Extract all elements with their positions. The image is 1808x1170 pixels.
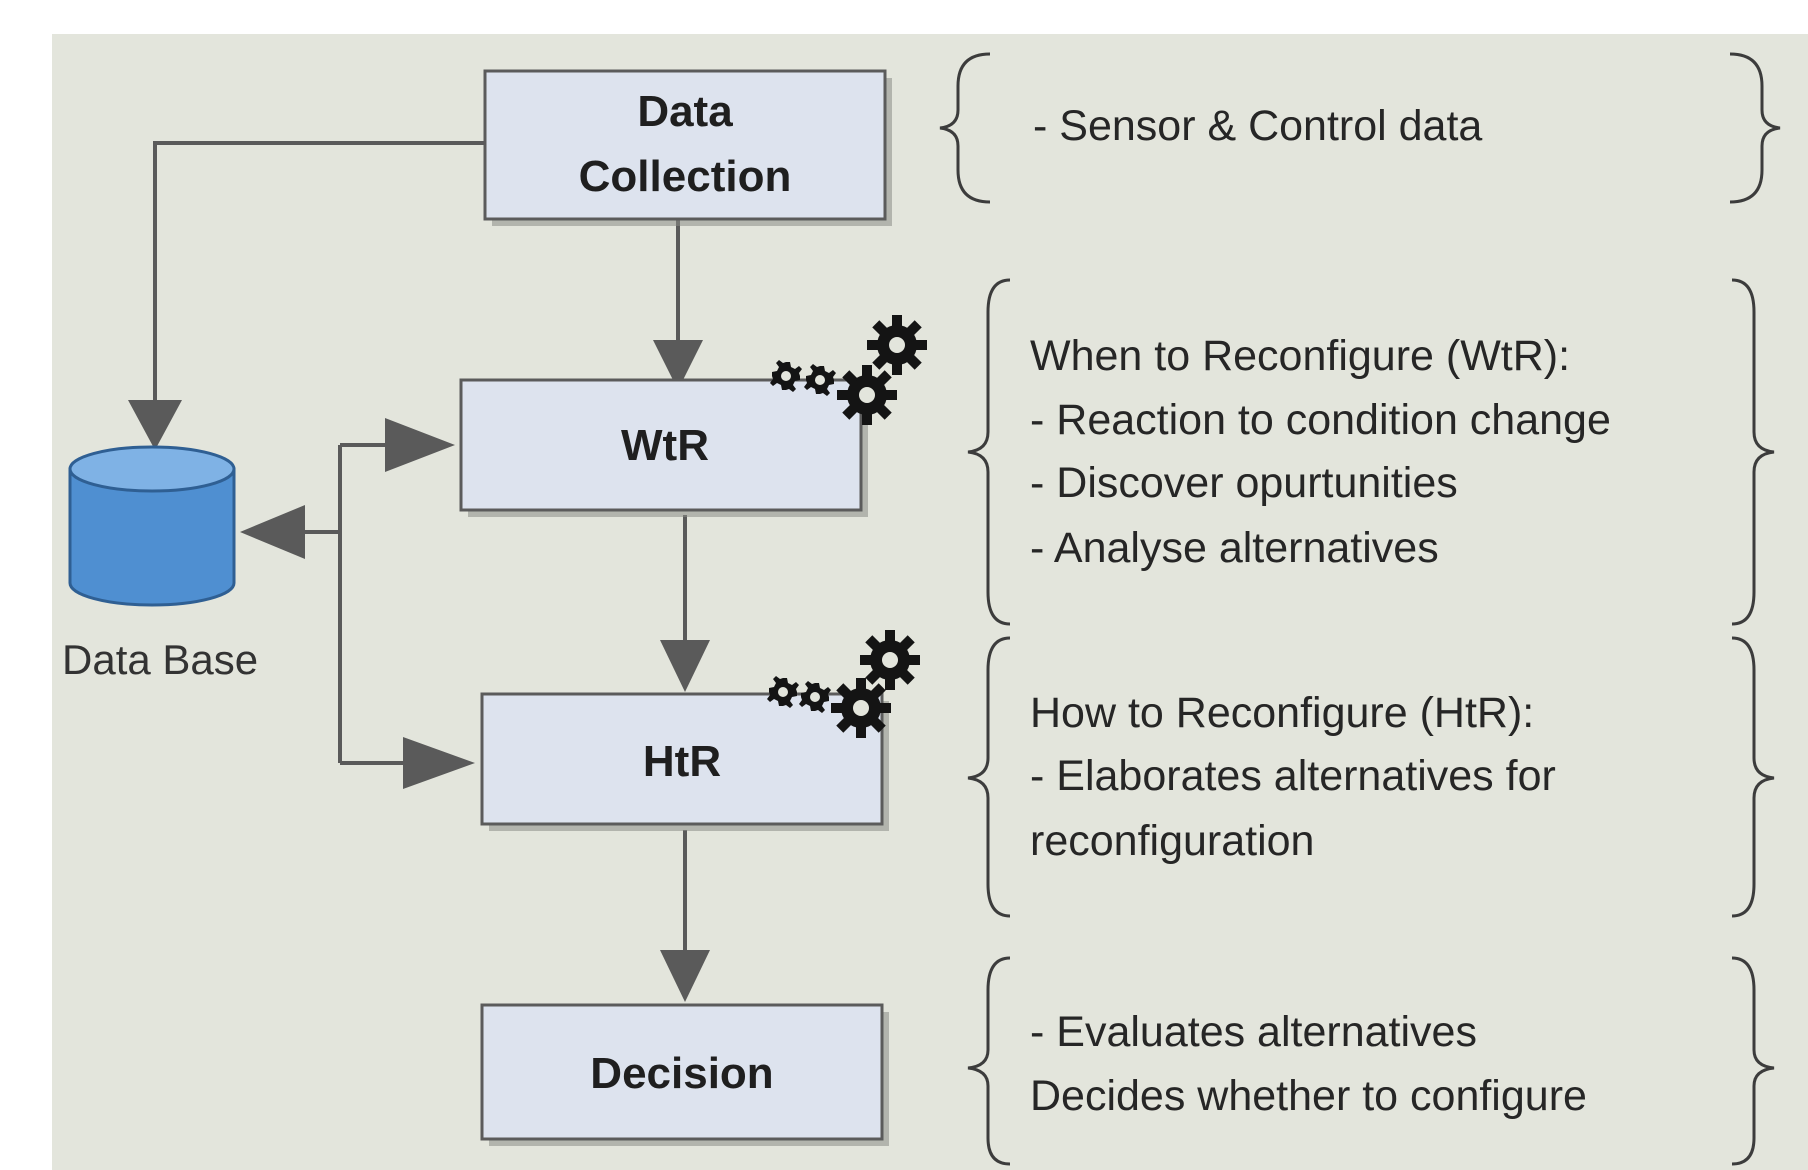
note-wtr: When to Reconfigure (WtR): - Reaction to… [1030,332,1611,572]
decision-right-brace-icon [1731,956,1775,1166]
note-collection: - Sensor & Control data [1033,102,1482,150]
note-htr: How to Reconfigure (HtR): - Elaborates a… [1030,689,1556,865]
database-cylinder-icon [68,445,236,607]
curly-brace-icons [939,52,1781,1166]
diagram-background [52,34,1808,1170]
htr-to-decision-arrowhead [660,950,710,1002]
note-wtr-line: - Discover opurtunities [1030,459,1458,507]
note-wtr-line: - Reaction to condition change [1030,396,1611,444]
htr-label: HtR [643,737,721,786]
note-wtr-heading: When to Reconfigure (WtR): [1030,332,1570,380]
bus-to-htr-arrowhead [403,737,475,789]
collection-to-database-line [153,141,485,400]
database-label: Data Base [62,636,258,683]
note-decision-line: - Evaluates alternatives [1030,1008,1477,1056]
wtr-label: WtR [621,421,709,470]
note-decision: - Evaluates alternatives Decides whether… [1030,1008,1587,1120]
bus-to-wtr-arrowhead [385,418,455,472]
note-htr-line: - Elaborates alternatives for [1030,752,1556,800]
collection-to-database-arrowhead [128,400,182,450]
note-decision-line: Decides whether to configure [1030,1072,1587,1120]
note-htr-line: reconfiguration [1030,817,1314,865]
note-collection-line: - Sensor & Control data [1033,102,1482,150]
wtr-to-htr-arrowhead [660,640,710,692]
bus-to-database-arrowhead [240,505,305,559]
decision-left-brace-icon [967,956,1011,1166]
node-wtr: WtR [459,378,868,517]
data-collection-label-line2: Collection [579,152,792,201]
htr-right-brace-icon [1731,636,1775,918]
note-wtr-line: - Analyse alternatives [1030,524,1439,572]
note-htr-heading: How to Reconfigure (HtR): [1030,689,1534,737]
collection-right-brace-icon [1729,52,1781,204]
collection-to-wtr-arrowhead [653,340,703,390]
data-collection-label-line1: Data [637,87,733,136]
htr-left-brace-icon [967,636,1011,918]
decision-label: Decision [590,1049,773,1098]
node-decision: Decision [480,1003,889,1146]
node-data-collection: Data Collection [483,69,892,226]
node-htr: HtR [480,692,889,831]
collection-left-brace-icon [939,52,991,204]
connectors [128,141,710,1002]
wtr-left-brace-icon [967,278,1011,626]
wtr-right-brace-icon [1731,278,1775,626]
